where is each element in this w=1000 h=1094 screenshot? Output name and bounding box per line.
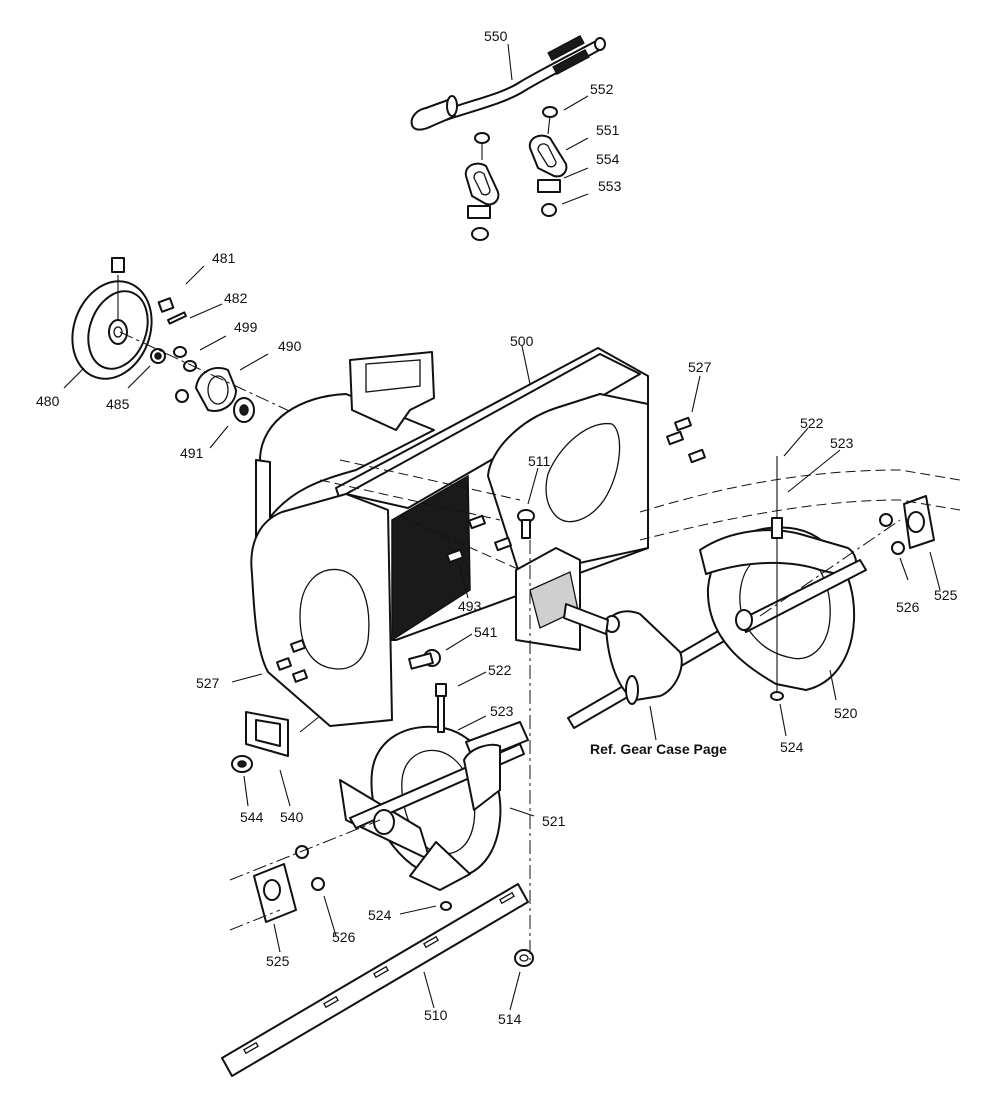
bearing-flange-left bbox=[253, 845, 325, 923]
callout-511: 511 bbox=[528, 453, 551, 469]
callout-544: 544 bbox=[240, 809, 264, 825]
housing-bolts bbox=[275, 416, 706, 683]
callout-553: 553 bbox=[598, 178, 622, 194]
gear-case-reference: Ref. Gear Case Page bbox=[590, 741, 727, 757]
callout-522-left: 522 bbox=[488, 662, 512, 678]
callout-524-right: 524 bbox=[780, 739, 804, 755]
callout-500: 500 bbox=[510, 333, 534, 349]
gear-case bbox=[563, 603, 727, 729]
callout-550: 550 bbox=[484, 28, 508, 44]
callout-485: 485 bbox=[106, 396, 130, 412]
callout-525-left: 525 bbox=[266, 953, 290, 969]
callout-524-left: 524 bbox=[368, 907, 392, 923]
hex-nut-514 bbox=[514, 949, 534, 967]
callout-510: 510 bbox=[424, 1007, 448, 1023]
chute-crank-rod bbox=[410, 35, 606, 131]
callout-493: 493 bbox=[458, 598, 482, 614]
callout-527-left: 527 bbox=[196, 675, 220, 691]
callout-520: 520 bbox=[834, 705, 858, 721]
callout-523-left: 523 bbox=[490, 703, 514, 719]
callout-554: 554 bbox=[596, 151, 620, 167]
auger-pulley bbox=[71, 257, 153, 380]
chute-bracket-left bbox=[464, 132, 500, 241]
callout-480: 480 bbox=[36, 393, 60, 409]
callout-514: 514 bbox=[498, 1011, 522, 1027]
callout-481: 481 bbox=[212, 250, 236, 266]
callout-540: 540 bbox=[280, 809, 304, 825]
callout-499: 499 bbox=[234, 319, 258, 335]
auger-housing bbox=[250, 347, 649, 727]
pulley-hardware bbox=[150, 297, 197, 372]
chute-bracket-right bbox=[528, 106, 568, 217]
shear-bolt-left bbox=[435, 683, 452, 911]
callout-482: 482 bbox=[224, 290, 248, 306]
callout-490: 490 bbox=[278, 338, 302, 354]
leader-lines bbox=[63, 43, 941, 1011]
callout-521: 521 bbox=[542, 813, 566, 829]
callout-527-top: 527 bbox=[688, 359, 712, 375]
left-auger bbox=[339, 721, 529, 891]
callout-525-right: 525 bbox=[934, 587, 958, 603]
callout-552: 552 bbox=[590, 81, 614, 97]
bearing-flange-right bbox=[879, 495, 935, 555]
callout-522-right: 522 bbox=[800, 415, 824, 431]
scraper-bar bbox=[221, 883, 529, 1077]
callout-526-right: 526 bbox=[896, 599, 920, 615]
callout-541: 541 bbox=[474, 624, 498, 640]
bearing-flange bbox=[175, 367, 255, 423]
slide-shoe bbox=[231, 711, 289, 773]
callout-491: 491 bbox=[180, 445, 204, 461]
callout-551: 551 bbox=[596, 122, 620, 138]
carriage-bolt-541 bbox=[408, 649, 441, 670]
callout-526-left: 526 bbox=[332, 929, 356, 945]
callout-523-right: 523 bbox=[830, 435, 854, 451]
carriage-bolt-511 bbox=[517, 509, 535, 539]
right-auger bbox=[699, 456, 867, 701]
